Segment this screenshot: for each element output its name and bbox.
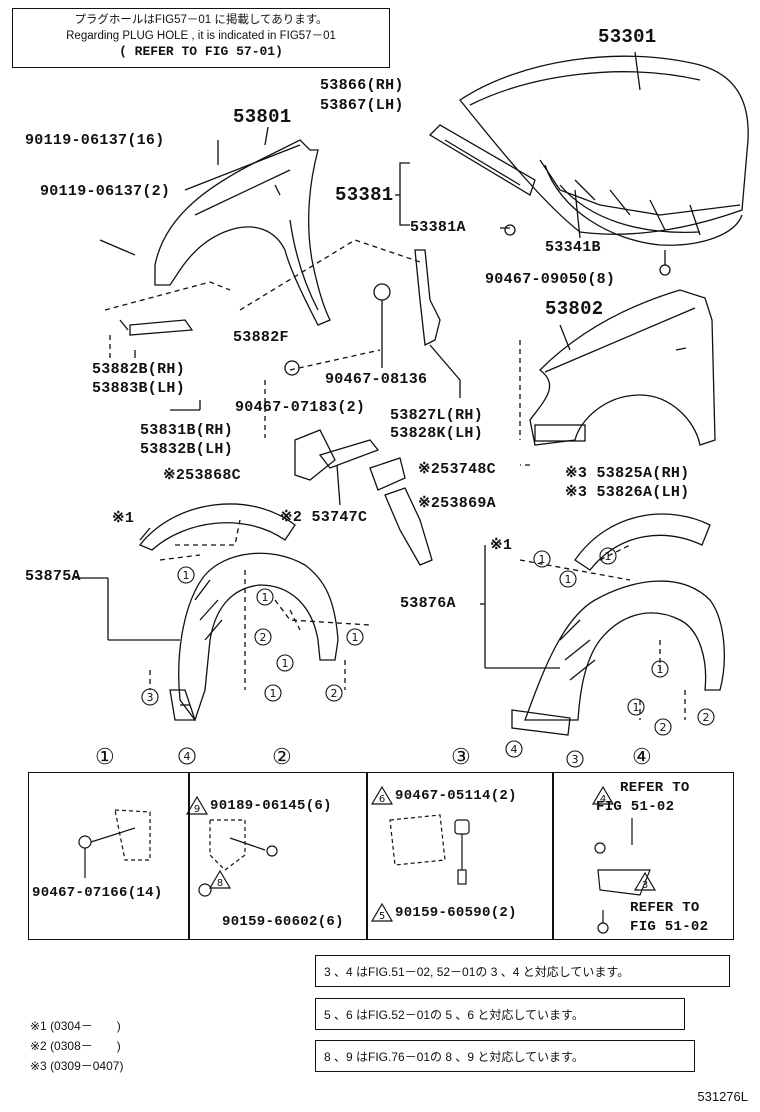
svg-text:1: 1 (270, 687, 277, 700)
panel-number-4: ④ (632, 744, 652, 769)
fender-liner-53876A (511, 580, 725, 736)
panel-number-1: ① (95, 744, 115, 769)
refer-fig-51-02-bottom-line1[interactable]: REFER TO (630, 900, 700, 916)
svg-text:8: 8 (217, 878, 223, 889)
detail-panel-1 (28, 772, 190, 940)
svg-text:1: 1 (262, 591, 269, 604)
part-53748C[interactable]: ※253748C (418, 461, 496, 478)
note-correspondence-8-9: 8 、9 はFIG.76－01の 8 、9 と対応しています。 (315, 1040, 695, 1072)
part-53381A[interactable]: 53381A (410, 219, 466, 236)
note-correspondence-5-6: 5 、6 はFIG.52－01の 5 、6 と対応しています。 (315, 998, 685, 1030)
bracket-53748C (369, 457, 406, 491)
part-53832B[interactable]: 53832B(LH) (140, 441, 234, 458)
svg-text:1: 1 (605, 550, 612, 563)
fender-53801 (154, 139, 331, 326)
part-53825A[interactable]: ※3 53825A(RH) (565, 465, 690, 482)
bracket-53869A (384, 487, 433, 566)
hood-53301 (459, 55, 749, 246)
header-note-reference[interactable]: ( REFER TO FIG 57-01) (119, 44, 283, 59)
part-53882B[interactable]: 53882B(RH) (92, 361, 186, 378)
svg-text:2: 2 (260, 631, 267, 644)
part-53802[interactable]: 53802 (545, 298, 604, 320)
part-90467-09050[interactable]: 90467-09050(8) (485, 271, 616, 288)
part-53827L[interactable]: 53827L(RH) (390, 407, 484, 424)
part-90189-06145[interactable]: 90189-06145(6) (210, 798, 332, 814)
liner-arc-left (138, 503, 296, 551)
svg-text:9: 9 (194, 804, 200, 815)
liner-mount-53827L (414, 249, 441, 346)
svg-text:3: 3 (572, 753, 579, 766)
svg-text:1: 1 (633, 701, 640, 714)
part-53867[interactable]: 53867(LH) (320, 97, 404, 114)
svg-text:1: 1 (539, 553, 546, 566)
note-correspondence-3-4: 3 、4 はFIG.51－02, 52－01の 3 、4 と対応しています。 (315, 955, 730, 987)
part-53828K[interactable]: 53828K(LH) (390, 425, 484, 442)
detail-panel-4 (552, 772, 734, 940)
part-53868C[interactable]: ※253868C (163, 467, 241, 484)
part-90467-07166[interactable]: 90467-07166(14) (32, 885, 163, 901)
header-note-line2: Regarding PLUG HOLE , it is indicated in… (66, 30, 336, 42)
part-53801[interactable]: 53801 (233, 106, 292, 128)
note-text-2: 5 、6 はFIG.52－01の 5 、6 と対応しています。 (324, 1007, 584, 1022)
svg-text:1: 1 (657, 663, 664, 676)
liner-arc-right (574, 513, 711, 571)
part-53826A[interactable]: ※3 53826A(LH) (565, 484, 690, 501)
part-90467-07183[interactable]: 90467-07183(2) (235, 399, 366, 416)
svg-text:2: 2 (331, 687, 338, 700)
part-90467-08136[interactable]: 90467-08136 (325, 371, 428, 388)
refer-fig-51-02-top-line2[interactable]: FIG 51-02 (596, 799, 675, 815)
part-90159-60590[interactable]: 90159-60590(2) (395, 905, 517, 921)
diagram-number: 531276L (697, 1089, 748, 1104)
fender-liner-53875A (169, 552, 339, 722)
svg-text:6: 6 (379, 794, 385, 805)
svg-text:1: 1 (565, 573, 572, 586)
note-text-1: 3 、4 はFIG.51－02, 52－01の 3 、4 と対応しています。 (324, 964, 630, 979)
detail-panel-3 (366, 772, 554, 940)
part-90467-05114[interactable]: 90467-05114(2) (395, 788, 517, 804)
detail-panel-2 (188, 772, 368, 940)
note-text-3: 8 、9 はFIG.76－01の 8 、9 と対応しています。 (324, 1049, 584, 1064)
footnote-3: ※3 (0309－0407) (30, 1059, 124, 1073)
svg-text:4: 4 (511, 743, 518, 756)
svg-text:1: 1 (352, 631, 359, 644)
svg-text:5: 5 (379, 911, 385, 922)
part-90159-60602[interactable]: 90159-60602(6) (222, 914, 344, 930)
header-note: プラグホールはFIG57－01 に掲載してあります。 Regarding PLU… (12, 8, 390, 68)
header-note-line1: プラグホールはFIG57－01 に掲載してあります。 (74, 14, 328, 26)
bracket-53747C (318, 439, 380, 469)
svg-text:2: 2 (703, 711, 710, 724)
part-90119-06137-16[interactable]: 90119-06137(16) (25, 132, 165, 149)
part-53876A[interactable]: 53876A (400, 595, 456, 612)
part-53301[interactable]: 53301 (598, 26, 657, 48)
mark-1-left: ※1 (112, 510, 135, 527)
mark-1-right: ※1 (490, 537, 513, 554)
svg-text:3: 3 (642, 880, 648, 891)
part-53381[interactable]: 53381 (335, 184, 394, 206)
part-53341B[interactable]: 53341B (545, 239, 601, 256)
part-53875A[interactable]: 53875A (25, 568, 81, 585)
part-90119-06137-2[interactable]: 90119-06137(2) (40, 183, 171, 200)
fender-53802 (529, 289, 716, 446)
svg-text:3: 3 (147, 691, 154, 704)
part-53866[interactable]: 53866(RH) (320, 77, 404, 94)
svg-text:1: 1 (282, 657, 289, 670)
hood-seal-53381 (428, 124, 536, 196)
svg-text:1: 1 (183, 569, 190, 582)
part-53869A[interactable]: ※253869A (418, 495, 496, 512)
footnote-1: ※1 (0304－ ) (30, 1019, 121, 1033)
part-53831B[interactable]: 53831B(RH) (140, 422, 234, 439)
svg-text:2: 2 (660, 721, 667, 734)
bracket-53868C (294, 429, 336, 481)
part-53747C[interactable]: ※2 53747C (280, 509, 368, 526)
svg-text:4: 4 (600, 794, 606, 805)
panel-number-2: ② (272, 744, 292, 769)
svg-text:4: 4 (184, 750, 191, 763)
refer-fig-51-02-top-line1[interactable]: REFER TO (620, 780, 690, 796)
refer-fig-51-02-bottom-line2[interactable]: FIG 51-02 (630, 919, 709, 935)
footnote-2: ※2 (0308－ ) (30, 1039, 121, 1053)
panel-number-3: ③ (451, 744, 471, 769)
part-53882F[interactable]: 53882F (233, 329, 289, 346)
part-53883B[interactable]: 53883B(LH) (92, 380, 186, 397)
